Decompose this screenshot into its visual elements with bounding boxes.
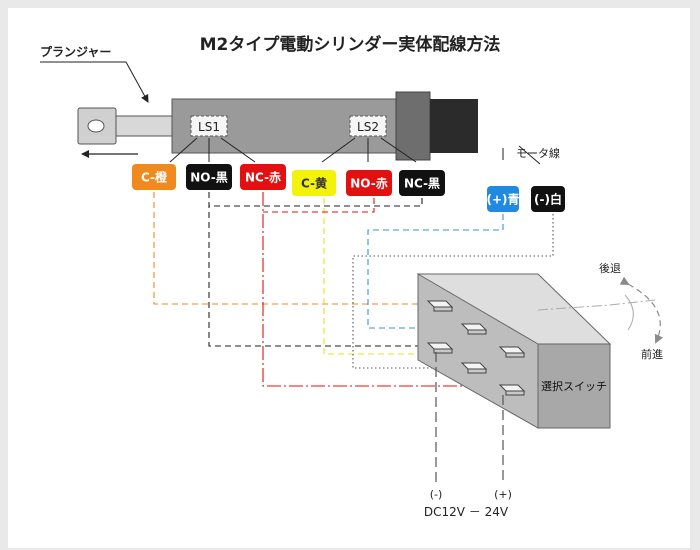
cylinder-collar <box>395 91 431 161</box>
terminal-layer <box>426 300 526 396</box>
plunger-callout: プランジャー <box>40 44 149 103</box>
wire-label-badge <box>240 164 286 190</box>
wire-label-text: NO-黒 <box>190 171 227 185</box>
switch-terminal-face <box>505 352 525 358</box>
wire-label-badge <box>399 170 445 196</box>
wire-label-text: NO-赤 <box>350 176 387 191</box>
wire-label-layer: C-橙 NO-黒 NC-赤 C-黄 NO-赤 NC-黒 (+)青 (-)白 <box>132 164 565 212</box>
switch-terminal-face <box>467 368 487 374</box>
switch-terminal-face <box>433 306 453 312</box>
wire-ls1-no <box>208 192 437 347</box>
switch-terminal-face <box>433 348 453 354</box>
wire-label-ls1-c: C-橙 <box>132 164 176 190</box>
power-minus-label: (-) <box>430 488 443 501</box>
selector-switch-side-face <box>537 343 611 429</box>
diagram-card <box>8 8 690 548</box>
wire-label-ls2-nc: NC-黒 <box>399 170 445 196</box>
ls2-lead-c <box>321 137 356 163</box>
advance-label: 前進 <box>641 347 663 361</box>
ls2-switch <box>349 115 387 137</box>
retract-label: 後退 <box>599 261 621 275</box>
wire-label-text: NC-黒 <box>404 177 440 191</box>
wire-label-badge <box>487 186 519 212</box>
wire-label-badge <box>186 164 232 190</box>
wire-label-badge <box>292 170 336 196</box>
ls2-lead-nc <box>380 137 417 163</box>
power-supply: (-) (+) DC12V － 24V <box>424 352 512 519</box>
power-plus-label: (+) <box>494 488 512 501</box>
ls1-lead-c <box>169 137 198 163</box>
power-voltage-label: DC12V － 24V <box>424 505 509 519</box>
wire-label-text: (-)白 <box>534 192 562 207</box>
wire-label-motor-minus: (-)白 <box>531 186 565 212</box>
wire-label-badge <box>346 170 392 196</box>
wire-label-text: NC-赤 <box>245 170 281 185</box>
wire-ls2-nc <box>209 198 423 207</box>
wire-label-text: (+)青 <box>486 192 519 207</box>
plunger-arrow <box>40 61 149 103</box>
wire-label-ls2-no: NO-赤 <box>346 170 392 196</box>
ls1-lead-nc <box>220 137 256 163</box>
direction-arc <box>619 276 664 344</box>
wire-ls1-c <box>153 192 437 305</box>
lever-arc-inner <box>624 294 634 331</box>
wire-label-ls1-no: NO-黒 <box>186 164 232 190</box>
cylinder-end-cap <box>430 99 478 153</box>
lever-motion-line <box>537 299 656 311</box>
motor-wire-label: モータ線 <box>516 146 560 160</box>
plunger-mount-hole <box>87 119 105 133</box>
wire-motor-minus <box>352 214 554 369</box>
wire-label-text: C-黄 <box>301 176 327 191</box>
ls2-label: LS2 <box>357 120 379 134</box>
wire-label-badge <box>531 186 565 212</box>
wire-label-motor-plus: (+)青 <box>486 186 520 212</box>
switch-terminal-face <box>467 329 487 335</box>
ls1-switch <box>190 115 228 137</box>
wire-label-ls1-nc: NC-赤 <box>240 164 286 190</box>
plunger-rod <box>115 115 175 137</box>
wire-ls2-no <box>263 198 375 213</box>
plunger-label: プランジャー <box>40 44 111 59</box>
wire-motor-plus <box>367 214 504 329</box>
ls1-label: LS1 <box>198 120 220 134</box>
selector-switch: 選択スイッチ 後退 前進 <box>416 261 664 429</box>
diagram-title: M2タイプ電動シリンダー実体配線方法 <box>200 34 501 55</box>
switch-terminal-face <box>505 390 525 396</box>
electric-cylinder: LS1 LS2 モータ線 <box>77 91 560 165</box>
wire-label-ls2-c: C-黄 <box>292 170 336 196</box>
wire-label-badge <box>132 164 176 190</box>
wire-label-text: C-橙 <box>141 170 168 185</box>
selector-switch-label: 選択スイッチ <box>541 379 607 393</box>
wire-ls1-nc <box>262 192 503 387</box>
motor-lead-minus <box>518 145 541 165</box>
